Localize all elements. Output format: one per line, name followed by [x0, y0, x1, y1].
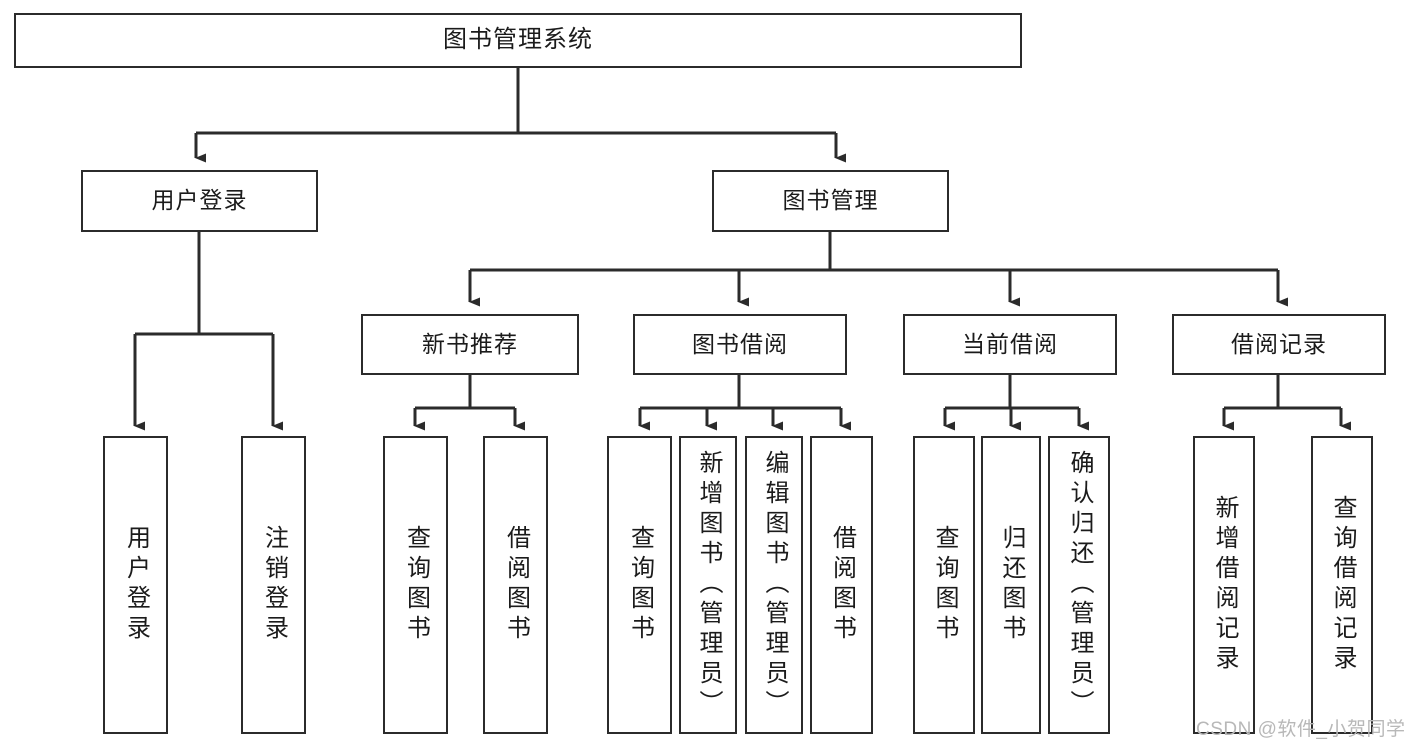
leaf-user-login[interactable]: 用户登录: [103, 436, 168, 734]
leaf-return-book[interactable]: 归还图书: [981, 436, 1041, 734]
leaf-user-login-label: 用户登录: [122, 525, 150, 645]
leaf-query-book-3-label: 查询图书: [931, 525, 958, 645]
leaf-borrow-book-1[interactable]: 借阅图书: [483, 436, 548, 734]
leaf-edit-book[interactable]: 编辑图书（管理员）: [745, 436, 803, 734]
leaf-query-book-1[interactable]: 查询图书: [383, 436, 448, 734]
leaf-add-book[interactable]: 新增图书（管理员）: [679, 436, 737, 734]
leaf-add-record-label: 新增借阅记录: [1211, 495, 1238, 675]
leaf-query-book-2[interactable]: 查询图书: [607, 436, 672, 734]
leaf-confirm-return-label: 确认归还（管理员）: [1066, 450, 1093, 720]
node-user-login[interactable]: 用户登录: [81, 170, 318, 232]
node-book-borrow[interactable]: 图书借阅: [633, 314, 847, 375]
leaf-query-book-1-label: 查询图书: [402, 525, 430, 645]
node-book-management[interactable]: 图书管理: [712, 170, 949, 232]
node-book-management-label: 图书管理: [782, 187, 879, 214]
node-current-borrow[interactable]: 当前借阅: [903, 314, 1117, 375]
node-borrow-record-label: 借阅记录: [1231, 330, 1327, 357]
leaf-query-book-3[interactable]: 查询图书: [913, 436, 975, 734]
node-current-borrow-label: 当前借阅: [962, 330, 1058, 357]
leaf-return-book-label: 归还图书: [998, 525, 1025, 645]
node-borrow-record[interactable]: 借阅记录: [1172, 314, 1386, 375]
node-new-book-recommend-label: 新书推荐: [422, 330, 518, 357]
leaf-query-book-2-label: 查询图书: [626, 525, 654, 645]
leaf-add-book-label: 新增图书（管理员）: [695, 450, 722, 720]
leaf-borrow-book-2-label: 借阅图书: [828, 525, 856, 645]
node-root[interactable]: 图书管理系统: [14, 13, 1022, 68]
node-root-label: 图书管理系统: [443, 26, 593, 54]
leaf-query-record-label: 查询借阅记录: [1329, 495, 1356, 675]
watermark-text: CSDN @软件_小贺同学: [1196, 719, 1405, 740]
node-book-borrow-label: 图书借阅: [692, 330, 788, 357]
leaf-user-logout[interactable]: 注销登录: [241, 436, 306, 734]
leaf-query-record[interactable]: 查询借阅记录: [1311, 436, 1373, 734]
leaf-add-record[interactable]: 新增借阅记录: [1193, 436, 1255, 734]
leaf-user-logout-label: 注销登录: [260, 525, 288, 645]
node-user-login-label: 用户登录: [151, 187, 248, 214]
leaf-borrow-book-2[interactable]: 借阅图书: [810, 436, 873, 734]
node-new-book-recommend[interactable]: 新书推荐: [361, 314, 579, 375]
leaf-edit-book-label: 编辑图书（管理员）: [761, 450, 788, 720]
leaf-borrow-book-1-label: 借阅图书: [502, 525, 530, 645]
leaf-confirm-return[interactable]: 确认归还（管理员）: [1048, 436, 1110, 734]
